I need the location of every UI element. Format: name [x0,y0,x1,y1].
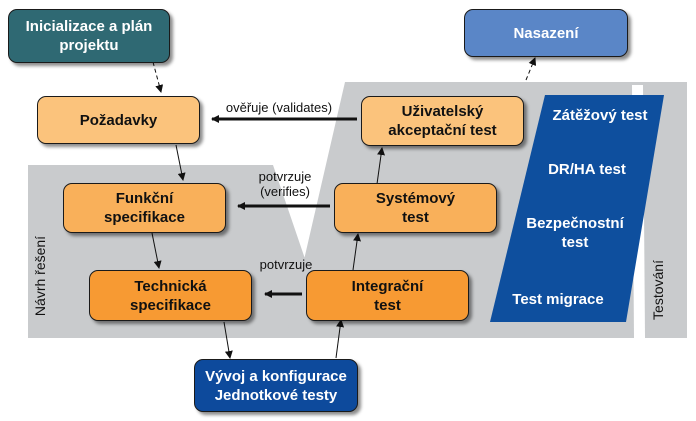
technical-to-dev-arrow [223,321,233,359]
integration-to-system-arrow [352,233,361,271]
verifies-label: potvrzuje (verifies) [258,169,312,199]
validates-label: ověřuje (validates) [225,100,333,115]
migration-test-label: Test migrace [512,291,604,308]
tests-to-deploy-arrow [525,57,537,81]
test-types-panel [490,95,664,322]
security-test-label: Bezpečnostní test [526,215,624,251]
system-to-uat-arrow [376,147,385,185]
functional-spec-box: Funkční specifikace [63,183,226,233]
requirements-to-functional-arrow [175,144,186,181]
system-test-box: Systémový test [334,183,497,233]
load-test-label: Zátěžový test [552,107,648,124]
testing-side-label: Testování [650,260,666,320]
init-to-requirements-arrow [152,61,164,93]
acceptance-test-box: Uživatelský akceptační test [361,96,524,146]
requirements-box: Požadavky [37,96,200,144]
design-side-label: Návrh řešení [32,235,48,317]
project-init-box: Inicializace a plán projektu [8,9,170,63]
confirms-label: potvrzuje [259,257,313,272]
deployment-box: Nasazení [464,9,628,57]
development-box: Vývoj a konfigurace Jednotkové testy [194,359,358,412]
dr-ha-test-label: DR/HA test [548,161,626,178]
dev-to-integration-arrow [335,319,345,359]
integration-test-box: Integrační test [306,270,469,321]
technical-spec-box: Technická specifikace [89,270,252,321]
functional-to-technical-arrow [151,232,162,269]
